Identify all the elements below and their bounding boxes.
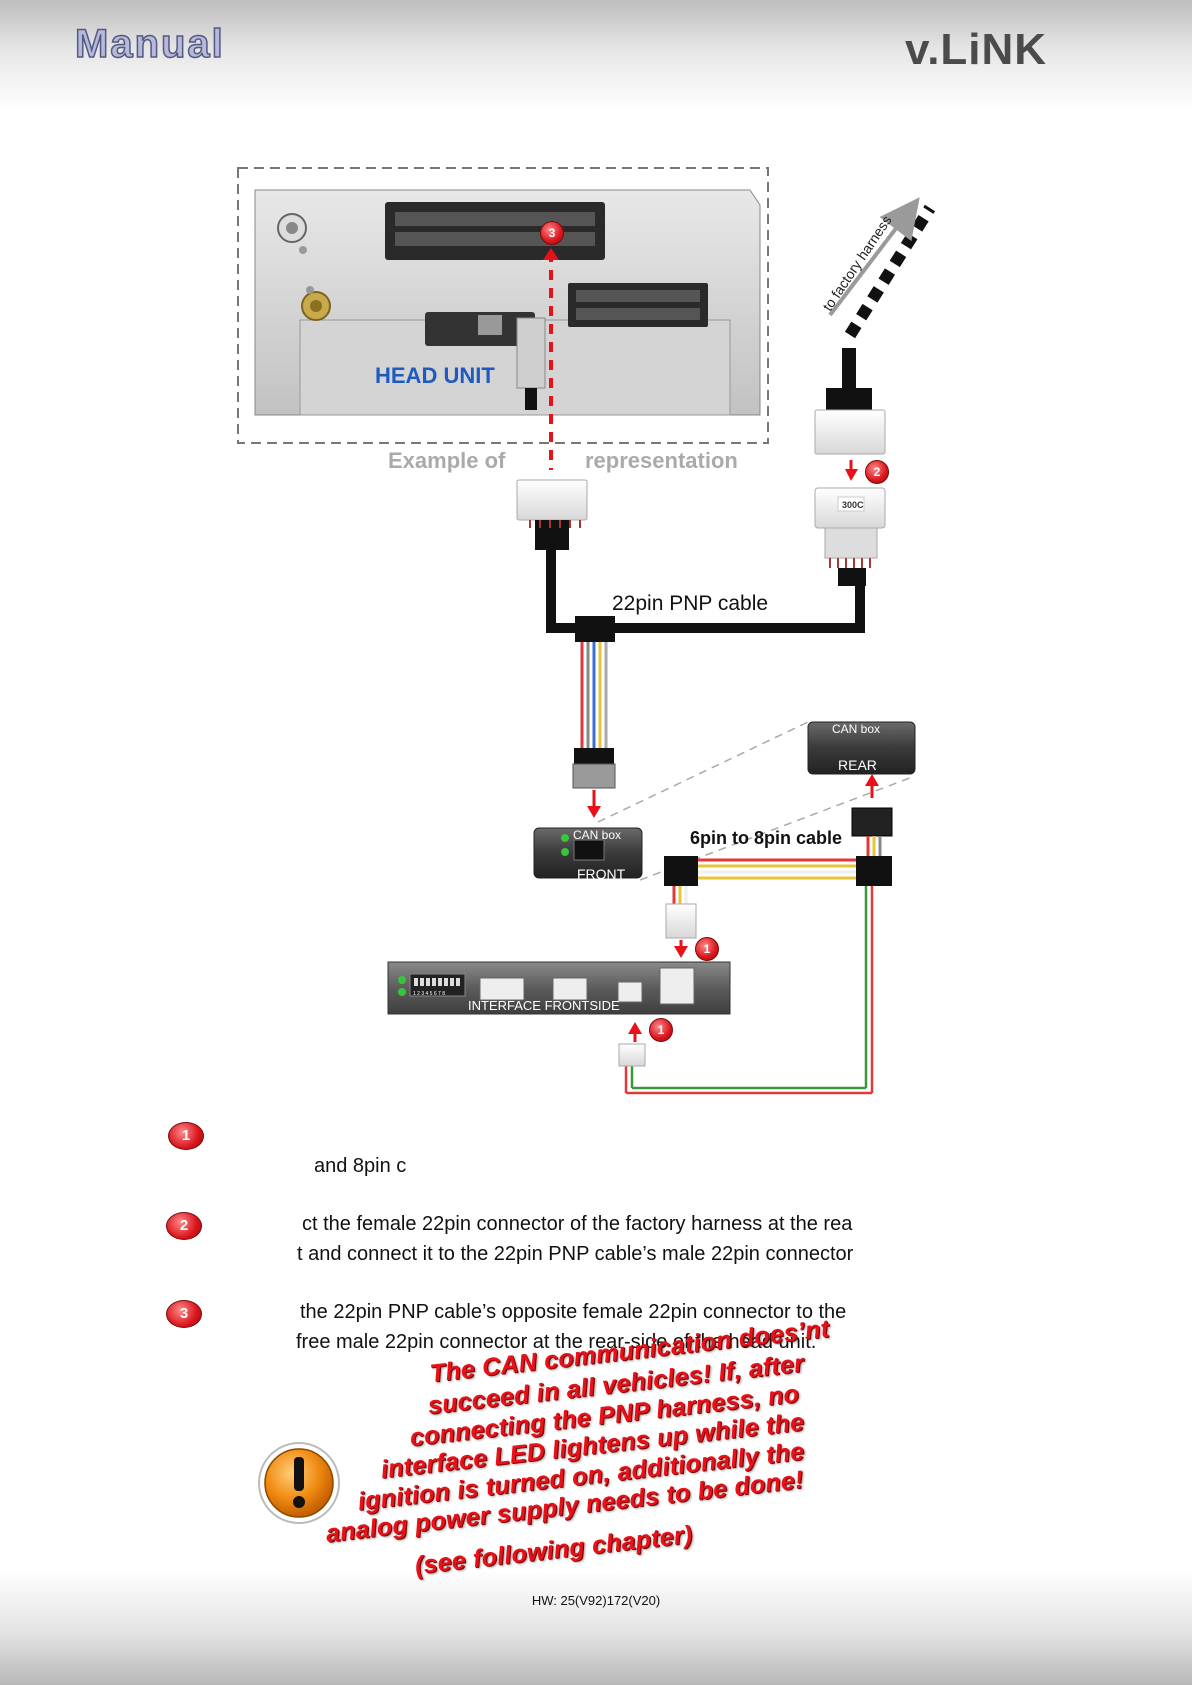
marker-1-bottom: 1 (649, 1018, 673, 1042)
cable-6to8 (618, 836, 892, 1095)
head-unit-label: HEAD UNIT (375, 363, 495, 388)
factory-harness-connector (814, 348, 886, 455)
step3-arrow (543, 248, 559, 260)
step2-arrow (845, 469, 858, 481)
can-front-side: FRONT (577, 866, 626, 882)
to-factory-label: to factory harness (819, 212, 894, 313)
step-3-line-1: the 22pin PNP cable’s opposite female 22… (300, 1301, 847, 1323)
cable-6to8-label: 6pin to 8pin cable (690, 828, 842, 848)
can-rear-title: CAN box (832, 722, 880, 736)
marker-3: 3 (540, 221, 564, 245)
pnp-cable-junction (575, 616, 615, 642)
page-footer (0, 1570, 1192, 1685)
head-unit-frame (237, 167, 769, 444)
step-2-line-1: ct the female 22pin connector of the fac… (302, 1213, 853, 1235)
marker-2: 2 (865, 460, 889, 484)
to-factory-arrow (828, 197, 920, 317)
pnp-cable-main (546, 550, 865, 633)
can-rear-plug (851, 807, 893, 837)
manual-logo: Manual (74, 21, 225, 67)
interface-box: 1 2 3 4 5 6 7 8 INTERFACE FRONTSIDE (387, 961, 731, 1015)
marker-1-top: 1 (695, 937, 719, 961)
can-front-title: CAN box (573, 828, 621, 842)
step-1-badge: 1 (168, 1122, 204, 1150)
step1-arrow-bottom (628, 1022, 642, 1034)
step-3-line-2: free male 22pin connector at the rear-si… (296, 1331, 817, 1353)
warning-text-block: The CAN communication does’nt succeed in… (300, 1315, 900, 1600)
wiring-diagram: HEAD UNIT Example of representation to f… (237, 167, 936, 1095)
interface-label: INTERFACE FRONTSIDE (468, 998, 620, 1013)
can-front-arrow (587, 806, 601, 818)
step-2-badge: 2 (166, 1212, 202, 1240)
factory-harness-dashed (844, 204, 936, 339)
vlink-logo: v.LiNK (905, 25, 1048, 74)
can-box-rear: CAN box REAR (807, 721, 916, 775)
pnp-connector-factory: 300C (814, 487, 886, 586)
hardware-version: HW: 25(V92)172(V20) (531, 1593, 661, 1608)
connector-code: 300C (842, 500, 864, 510)
pnp-cable-label: 22pin PNP cable (612, 592, 768, 615)
can-rear-arrow (865, 774, 879, 786)
can-rear-side: REAR (838, 757, 877, 773)
step-1-line-2: and 8pin c (314, 1155, 407, 1177)
exclamation-icon (258, 1442, 340, 1524)
step-2-line-2: t and connect it to the 22pin PNP cable’… (297, 1243, 854, 1265)
page-header (0, 0, 1192, 110)
step-3-badge: 3 (166, 1300, 202, 1328)
pnp-colored-bundle (572, 642, 616, 789)
example-text-left: Example of (388, 448, 506, 473)
can-box-front: CAN box FRONT (533, 827, 643, 882)
pnp-connector-headunit (516, 479, 588, 550)
example-text-right: representation (585, 448, 738, 473)
step1-arrow-top (674, 946, 688, 958)
head-unit (254, 189, 761, 416)
dip-numbers: 1 2 3 4 5 6 7 8 (413, 991, 445, 997)
